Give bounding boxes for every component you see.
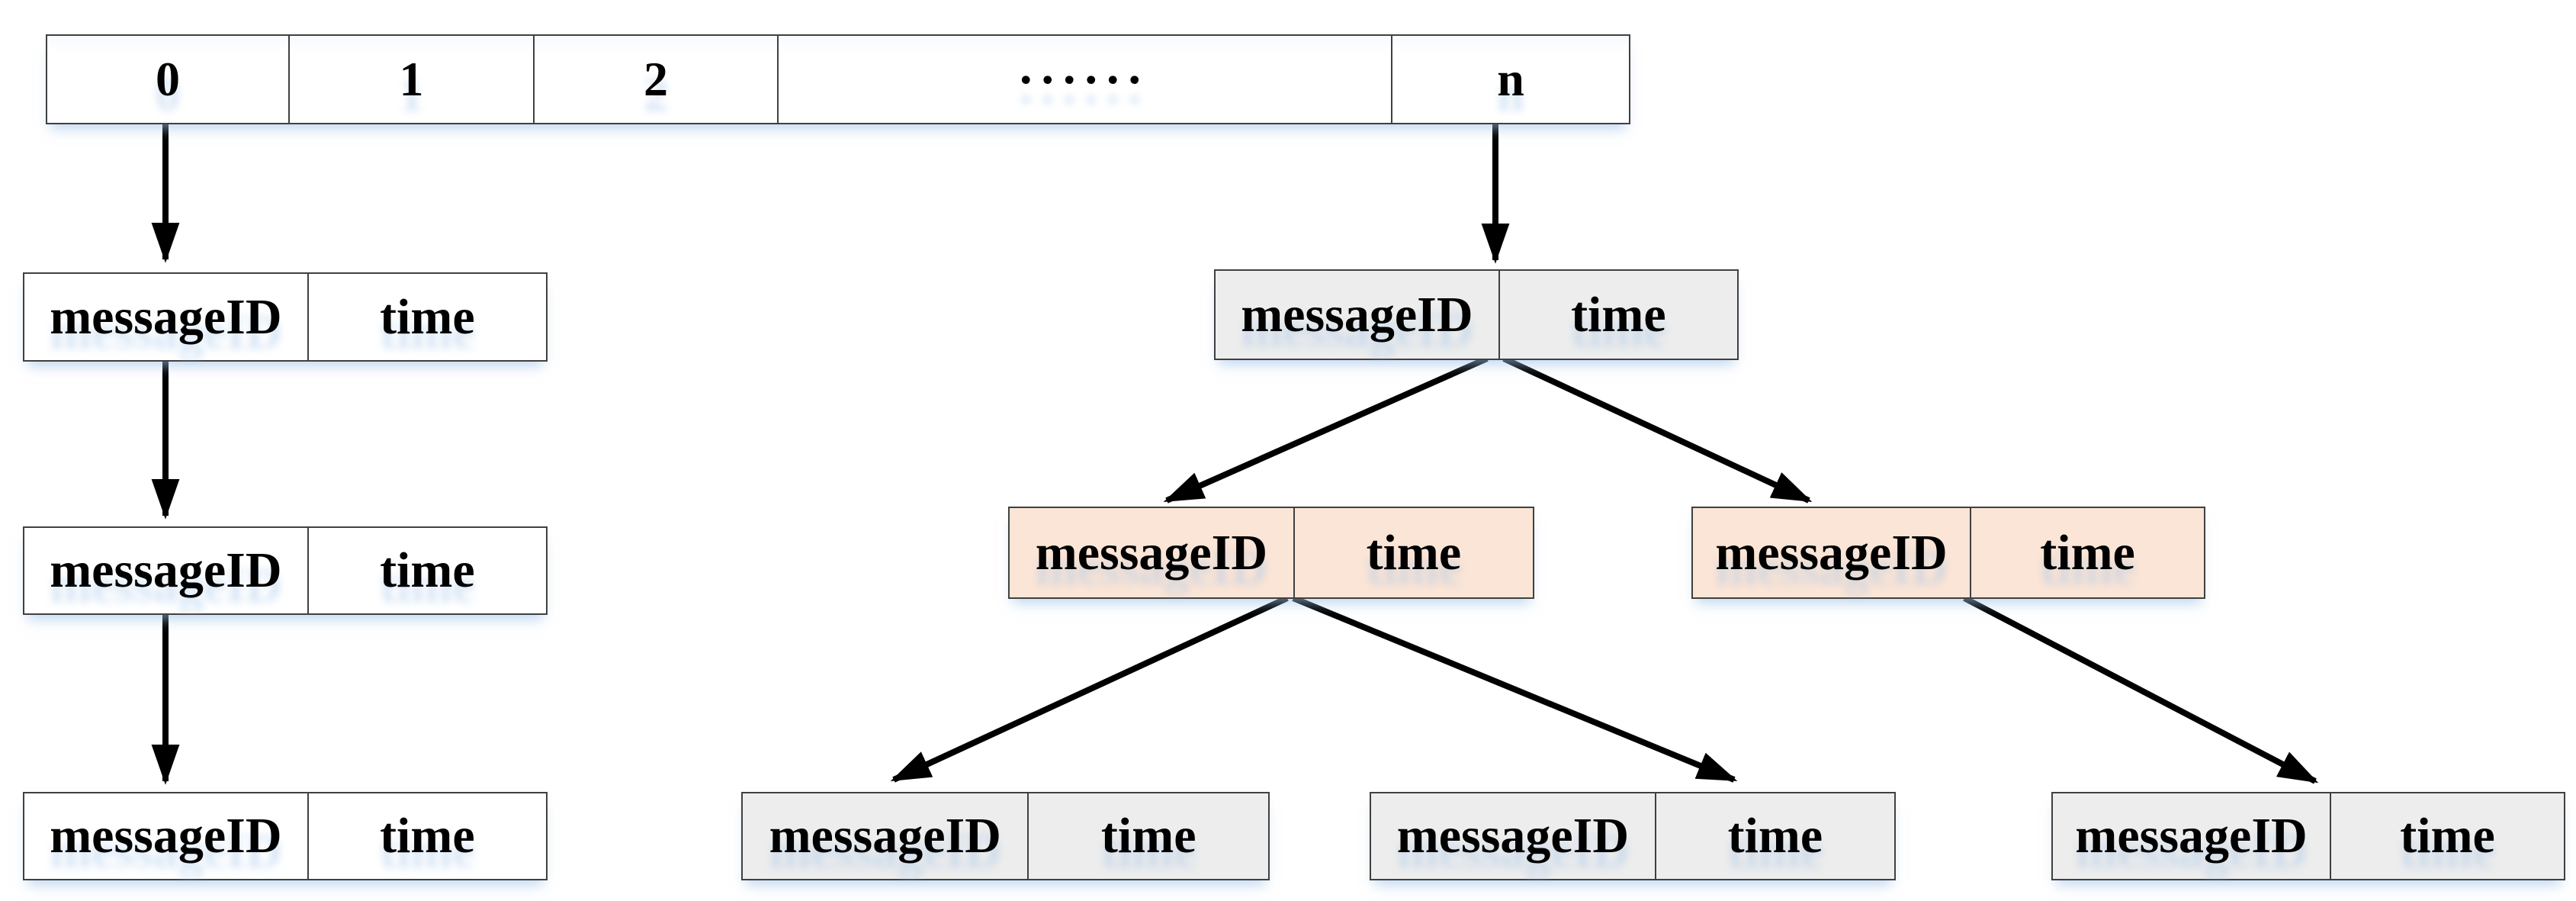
messageid-cell: messageID <box>24 793 309 879</box>
tree-branch-right-node: messageID time <box>1691 507 2205 599</box>
time-label: time <box>2400 808 2495 864</box>
time-label: time <box>1100 808 1196 864</box>
arrow-branchleft-to-leaf-middle <box>1292 595 1738 783</box>
tree-leaf-left-node: messageID time <box>741 792 1270 880</box>
time-label: time <box>1366 524 1462 581</box>
time-label: time <box>380 542 475 598</box>
tree-leaf-right-node: messageID time <box>2051 792 2565 880</box>
time-cell: time <box>308 793 546 879</box>
messageid-label: messageID <box>1396 808 1630 864</box>
messageid-cell: messageID <box>743 793 1029 879</box>
time-label: time <box>1727 808 1823 864</box>
chain-node-2: messageID time <box>23 526 548 615</box>
messageid-label: messageID <box>50 288 282 345</box>
time-label: time <box>380 808 475 864</box>
arrow-branchleft-to-leaf-left <box>890 595 1289 783</box>
messageid-cell: messageID <box>24 274 309 360</box>
time-cell: time <box>308 274 546 360</box>
chain-node-1: messageID time <box>23 272 548 362</box>
bucket-label-0: 0 <box>156 52 180 106</box>
messageid-cell: messageID <box>1010 508 1295 597</box>
messageid-cell: messageID <box>2053 793 2332 879</box>
messageid-label: messageID <box>1241 286 1473 343</box>
time-cell: time <box>1499 271 1737 359</box>
tree-branch-left-node: messageID time <box>1008 507 1534 599</box>
tree-leaf-middle-node: messageID time <box>1370 792 1896 880</box>
messageid-cell: messageID <box>24 528 309 613</box>
time-label: time <box>2040 524 2135 581</box>
messageid-label: messageID <box>50 542 282 598</box>
time-label: time <box>1571 286 1666 343</box>
messageid-label: messageID <box>50 808 282 864</box>
time-cell: time <box>2331 793 2564 879</box>
messageid-label: messageID <box>1715 524 1948 581</box>
arrow-root-to-branch-left <box>1163 356 1489 504</box>
bucket-label-1: 1 <box>399 52 424 106</box>
messageid-cell: messageID <box>1693 508 1972 597</box>
messageid-label: messageID <box>769 808 1001 864</box>
tree-root-node: messageID time <box>1214 269 1739 360</box>
chain-node-3: messageID time <box>23 792 548 880</box>
time-cell: time <box>1656 793 1894 879</box>
bucket-label-2: 2 <box>644 52 668 106</box>
time-cell: time <box>308 528 546 613</box>
time-cell: time <box>1029 793 1268 879</box>
time-cell: time <box>1294 508 1533 597</box>
bucket-cell-2: 2 <box>535 36 779 123</box>
arrow-root-to-branch-right <box>1502 356 1813 504</box>
bucket-cell-n: n <box>1392 36 1629 123</box>
messageid-cell: messageID <box>1216 271 1500 359</box>
messageid-label: messageID <box>2075 808 2308 864</box>
time-cell: time <box>1971 508 2204 597</box>
bucket-cell-1: 1 <box>290 36 535 123</box>
bucket-label-n: n <box>1497 52 1524 106</box>
bucket-cell-ellipsis: ...... <box>779 36 1392 123</box>
messageid-label: messageID <box>1035 524 1268 581</box>
time-label: time <box>380 288 475 345</box>
bucket-cell-0: 0 <box>47 36 290 123</box>
ellipsis-dots-icon: ...... <box>1020 39 1150 95</box>
bucket-array: 0 1 2 ...... n <box>46 34 1630 124</box>
arrow-branchright-to-leaf-right <box>1963 595 2319 784</box>
messageid-cell: messageID <box>1371 793 1656 879</box>
